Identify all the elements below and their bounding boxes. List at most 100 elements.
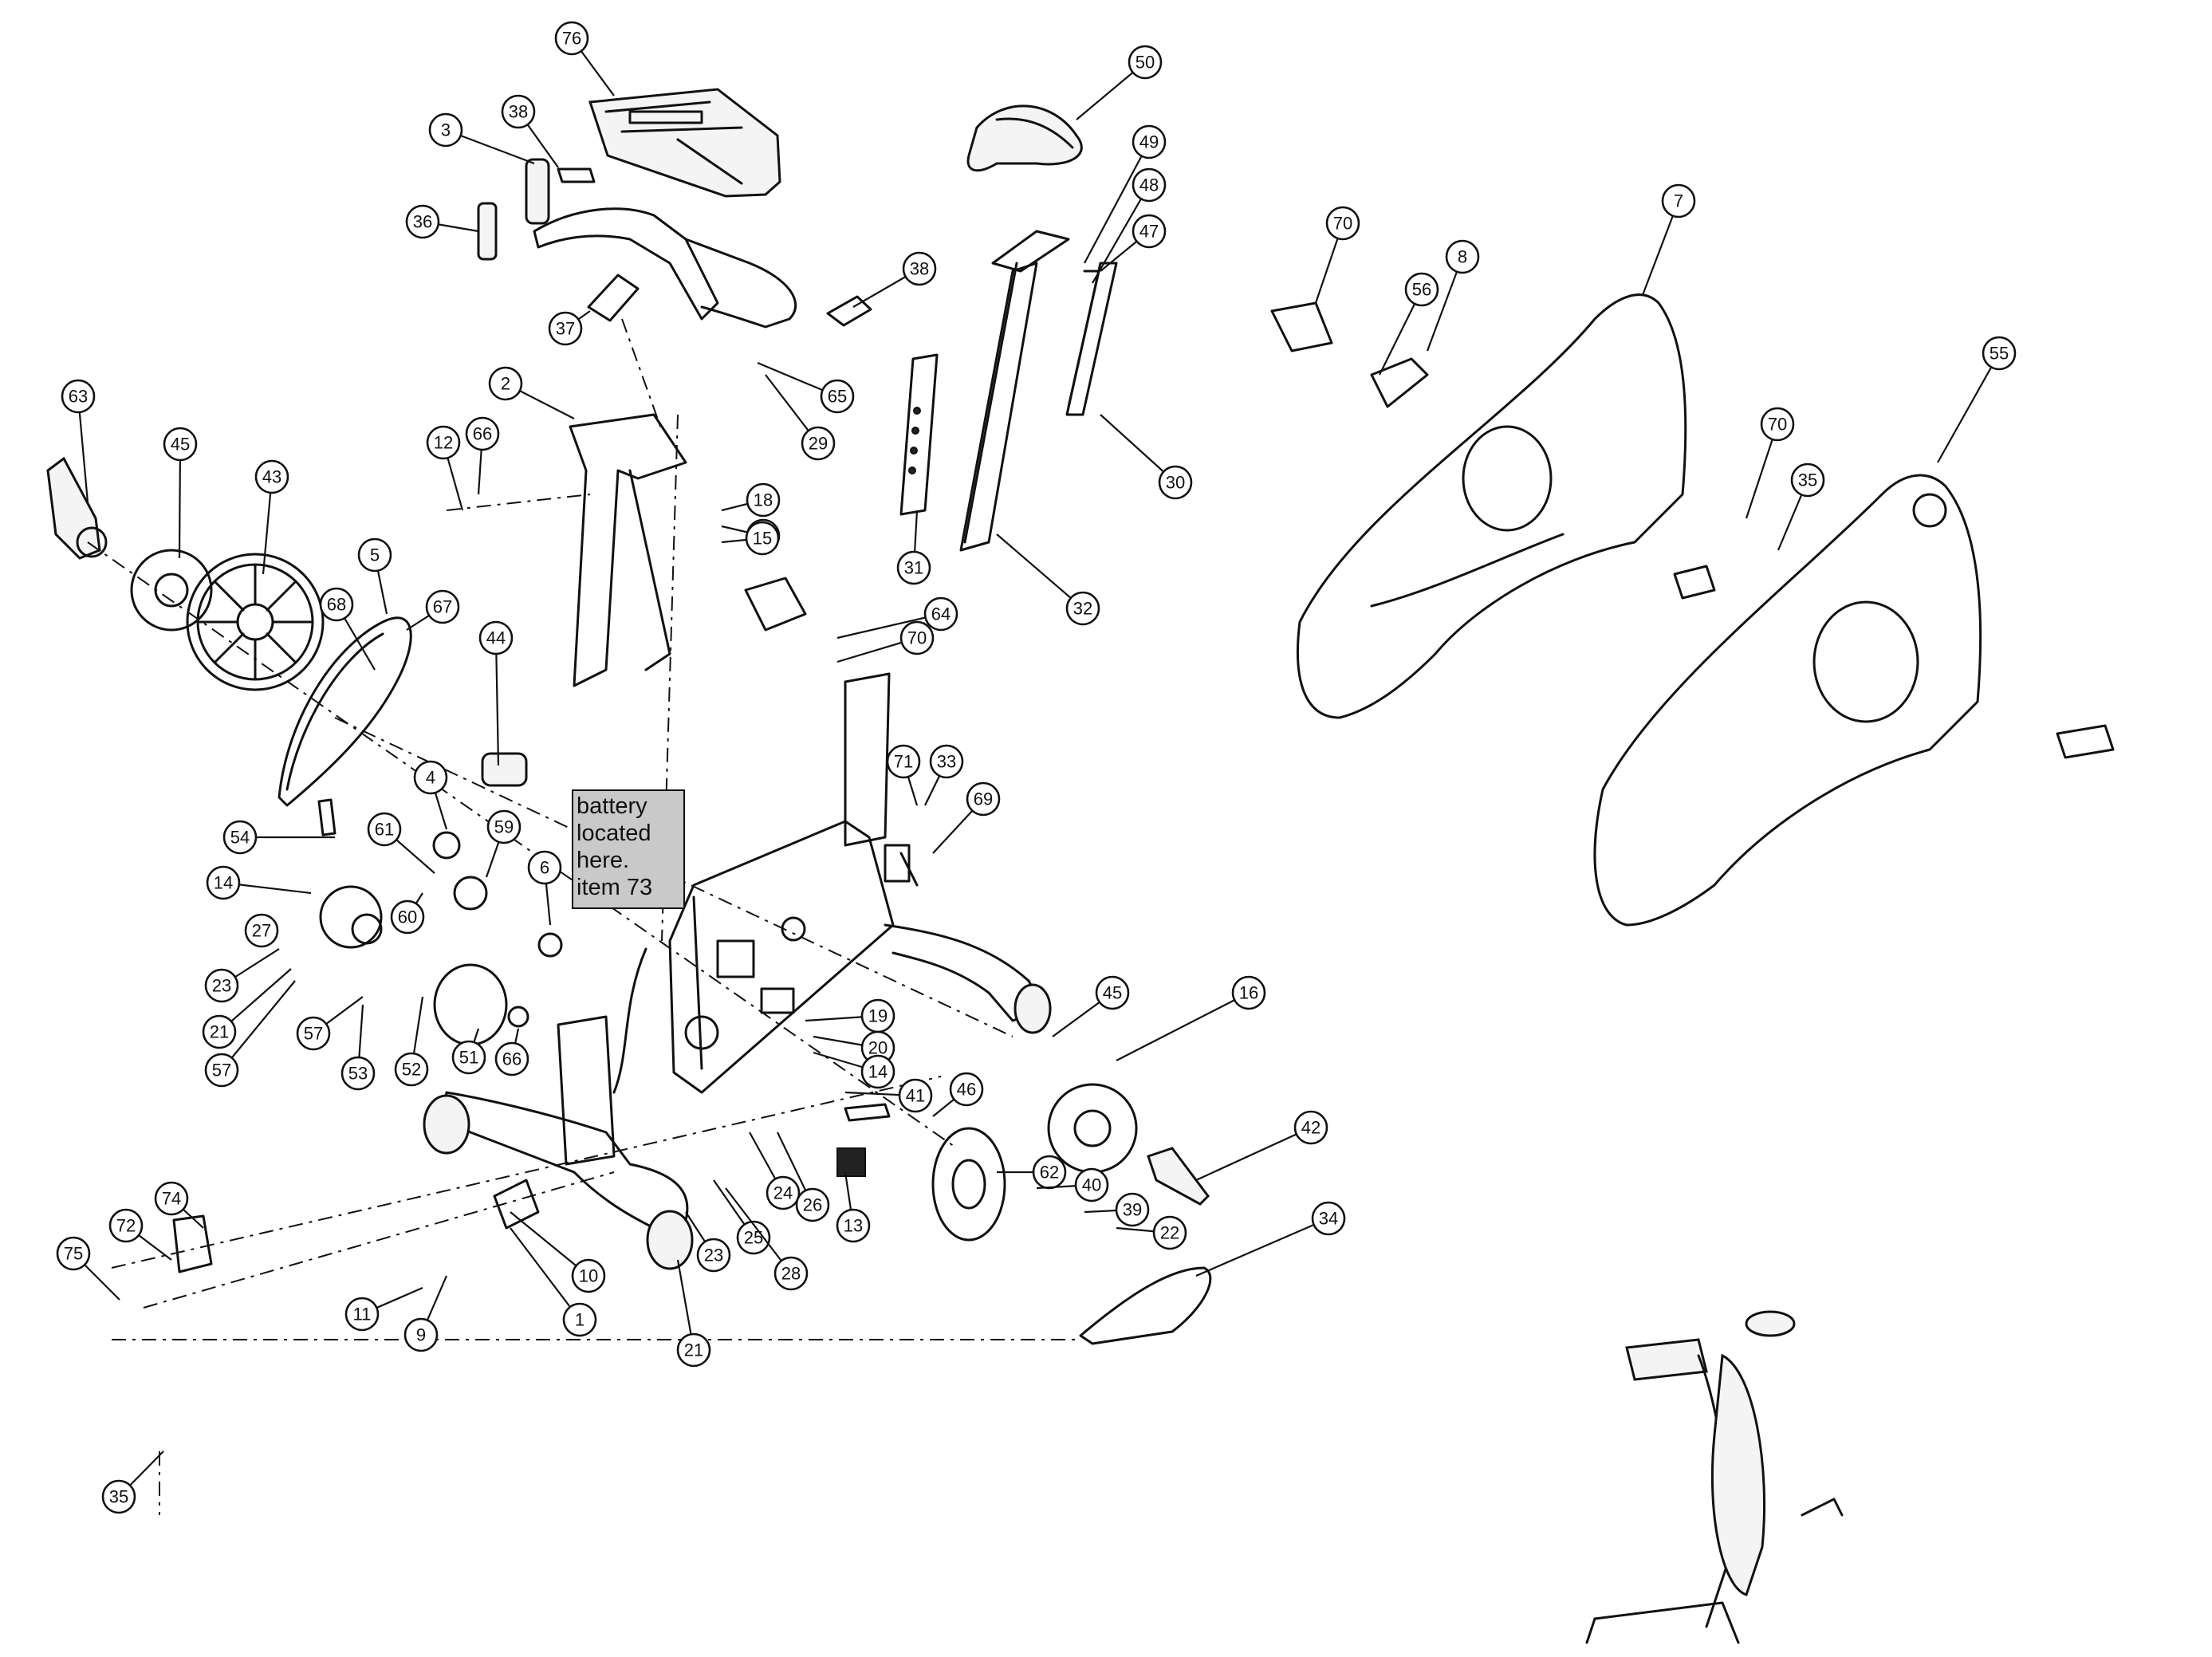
disc-part bbox=[130, 549, 213, 632]
callout-14: 14 bbox=[206, 865, 241, 900]
saddle-part bbox=[966, 104, 1083, 172]
callout-leader bbox=[1195, 1217, 1329, 1277]
callout-leader bbox=[494, 637, 500, 766]
callout-number: 15 bbox=[753, 529, 772, 549]
callout-number: 14 bbox=[214, 873, 233, 893]
callout-number: 37 bbox=[556, 319, 575, 339]
callout-9: 9 bbox=[403, 1317, 439, 1352]
callout-leader bbox=[1092, 184, 1150, 284]
callout-11: 11 bbox=[344, 1297, 380, 1332]
callout-number: 2 bbox=[501, 374, 510, 394]
callout-number: 23 bbox=[212, 976, 231, 996]
callout-number: 13 bbox=[844, 1216, 863, 1236]
callout-number: 6 bbox=[540, 858, 549, 878]
callout-3: 3 bbox=[428, 112, 463, 148]
callout-74: 74 bbox=[154, 1181, 189, 1216]
callout-38: 38 bbox=[902, 251, 937, 286]
callout-number: 29 bbox=[809, 434, 828, 454]
callout-number: 8 bbox=[1458, 247, 1467, 267]
callout-40: 40 bbox=[1074, 1167, 1109, 1202]
callout-number: 44 bbox=[486, 628, 506, 648]
callout-52: 52 bbox=[394, 1052, 429, 1087]
callout-56: 56 bbox=[1404, 272, 1439, 307]
left-shroud-part bbox=[1296, 293, 1687, 719]
callout-19: 19 bbox=[860, 998, 895, 1033]
callout-number: 30 bbox=[1166, 473, 1185, 493]
callout-number: 21 bbox=[684, 1340, 703, 1360]
callout-53: 53 bbox=[340, 1056, 376, 1091]
callout-leader bbox=[510, 1227, 581, 1320]
callout-number: 74 bbox=[162, 1189, 181, 1209]
slider-part bbox=[899, 353, 939, 516]
callout-number: 66 bbox=[502, 1049, 522, 1069]
callout-number: 63 bbox=[69, 387, 88, 407]
callout-number: 61 bbox=[375, 820, 394, 840]
note-line-1: battery bbox=[577, 793, 647, 819]
callout-63: 63 bbox=[61, 379, 96, 414]
callout-39: 39 bbox=[1115, 1192, 1150, 1227]
callout-60: 60 bbox=[390, 899, 425, 935]
callout-number: 51 bbox=[459, 1048, 478, 1068]
callout-10: 10 bbox=[571, 1258, 606, 1293]
callout-number: 70 bbox=[1768, 415, 1787, 435]
callout-47: 47 bbox=[1132, 214, 1167, 249]
callout-number: 64 bbox=[931, 604, 951, 624]
callout-number: 76 bbox=[562, 29, 581, 49]
grip-sensor-part bbox=[557, 167, 872, 327]
callout-44: 44 bbox=[478, 620, 514, 655]
callout-number: 35 bbox=[1798, 470, 1817, 490]
callout-38: 38 bbox=[501, 94, 536, 129]
callout-6: 6 bbox=[527, 850, 562, 885]
controller-board-part bbox=[557, 947, 647, 1166]
callout-number: 54 bbox=[230, 828, 250, 848]
callout-16: 16 bbox=[1231, 975, 1266, 1010]
callout-number: 38 bbox=[509, 102, 528, 122]
callout-number: 25 bbox=[744, 1228, 763, 1248]
callout-number: 27 bbox=[252, 921, 271, 941]
callout-51: 51 bbox=[451, 1040, 486, 1075]
callout-42: 42 bbox=[1293, 1110, 1328, 1145]
callout-number: 36 bbox=[413, 212, 432, 232]
callout-number: 12 bbox=[434, 433, 453, 453]
drive-belt-part bbox=[277, 616, 412, 807]
callout-48: 48 bbox=[1132, 167, 1167, 203]
callout-number: 18 bbox=[754, 490, 773, 510]
callout-number: 26 bbox=[803, 1195, 822, 1215]
callout-number: 1 bbox=[575, 1310, 584, 1330]
callout-number: 14 bbox=[868, 1062, 888, 1082]
callout-5: 5 bbox=[357, 537, 392, 573]
callout-number: 71 bbox=[894, 752, 913, 772]
callout-21: 21 bbox=[676, 1332, 711, 1368]
left-crank-part bbox=[46, 456, 108, 560]
callout-25: 25 bbox=[736, 1220, 771, 1255]
main-frame-part bbox=[423, 413, 1052, 1270]
callout-leader bbox=[1084, 141, 1150, 264]
callout-26: 26 bbox=[795, 1187, 830, 1222]
callout-number: 20 bbox=[868, 1038, 888, 1058]
callouts: 7650383363738494847652923031321266181715… bbox=[56, 21, 2017, 1514]
callout-number: 72 bbox=[116, 1216, 136, 1236]
callout-28: 28 bbox=[773, 1256, 809, 1291]
callout-46: 46 bbox=[949, 1072, 984, 1107]
callout-22: 22 bbox=[1152, 1215, 1187, 1250]
callout-31: 31 bbox=[896, 550, 931, 585]
callout-2: 2 bbox=[488, 366, 523, 401]
callout-15: 15 bbox=[745, 521, 780, 556]
callout-34: 34 bbox=[1311, 1201, 1346, 1236]
belt-right-part bbox=[1079, 1266, 1212, 1345]
callout-number: 10 bbox=[579, 1266, 598, 1286]
callout-number: 55 bbox=[1990, 344, 2009, 364]
callout-23: 23 bbox=[696, 1238, 731, 1273]
callout-number: 57 bbox=[304, 1024, 323, 1044]
callout-number: 59 bbox=[494, 817, 514, 837]
callout-65: 65 bbox=[820, 379, 855, 414]
callout-70: 70 bbox=[899, 620, 935, 655]
callout-number: 11 bbox=[353, 1305, 372, 1324]
callout-67: 67 bbox=[425, 589, 460, 624]
callout-leader bbox=[1195, 1127, 1312, 1181]
handlebar-part bbox=[477, 158, 797, 329]
callout-number: 46 bbox=[957, 1080, 976, 1100]
callout-57: 57 bbox=[204, 1053, 239, 1088]
callout-71: 71 bbox=[886, 744, 921, 779]
